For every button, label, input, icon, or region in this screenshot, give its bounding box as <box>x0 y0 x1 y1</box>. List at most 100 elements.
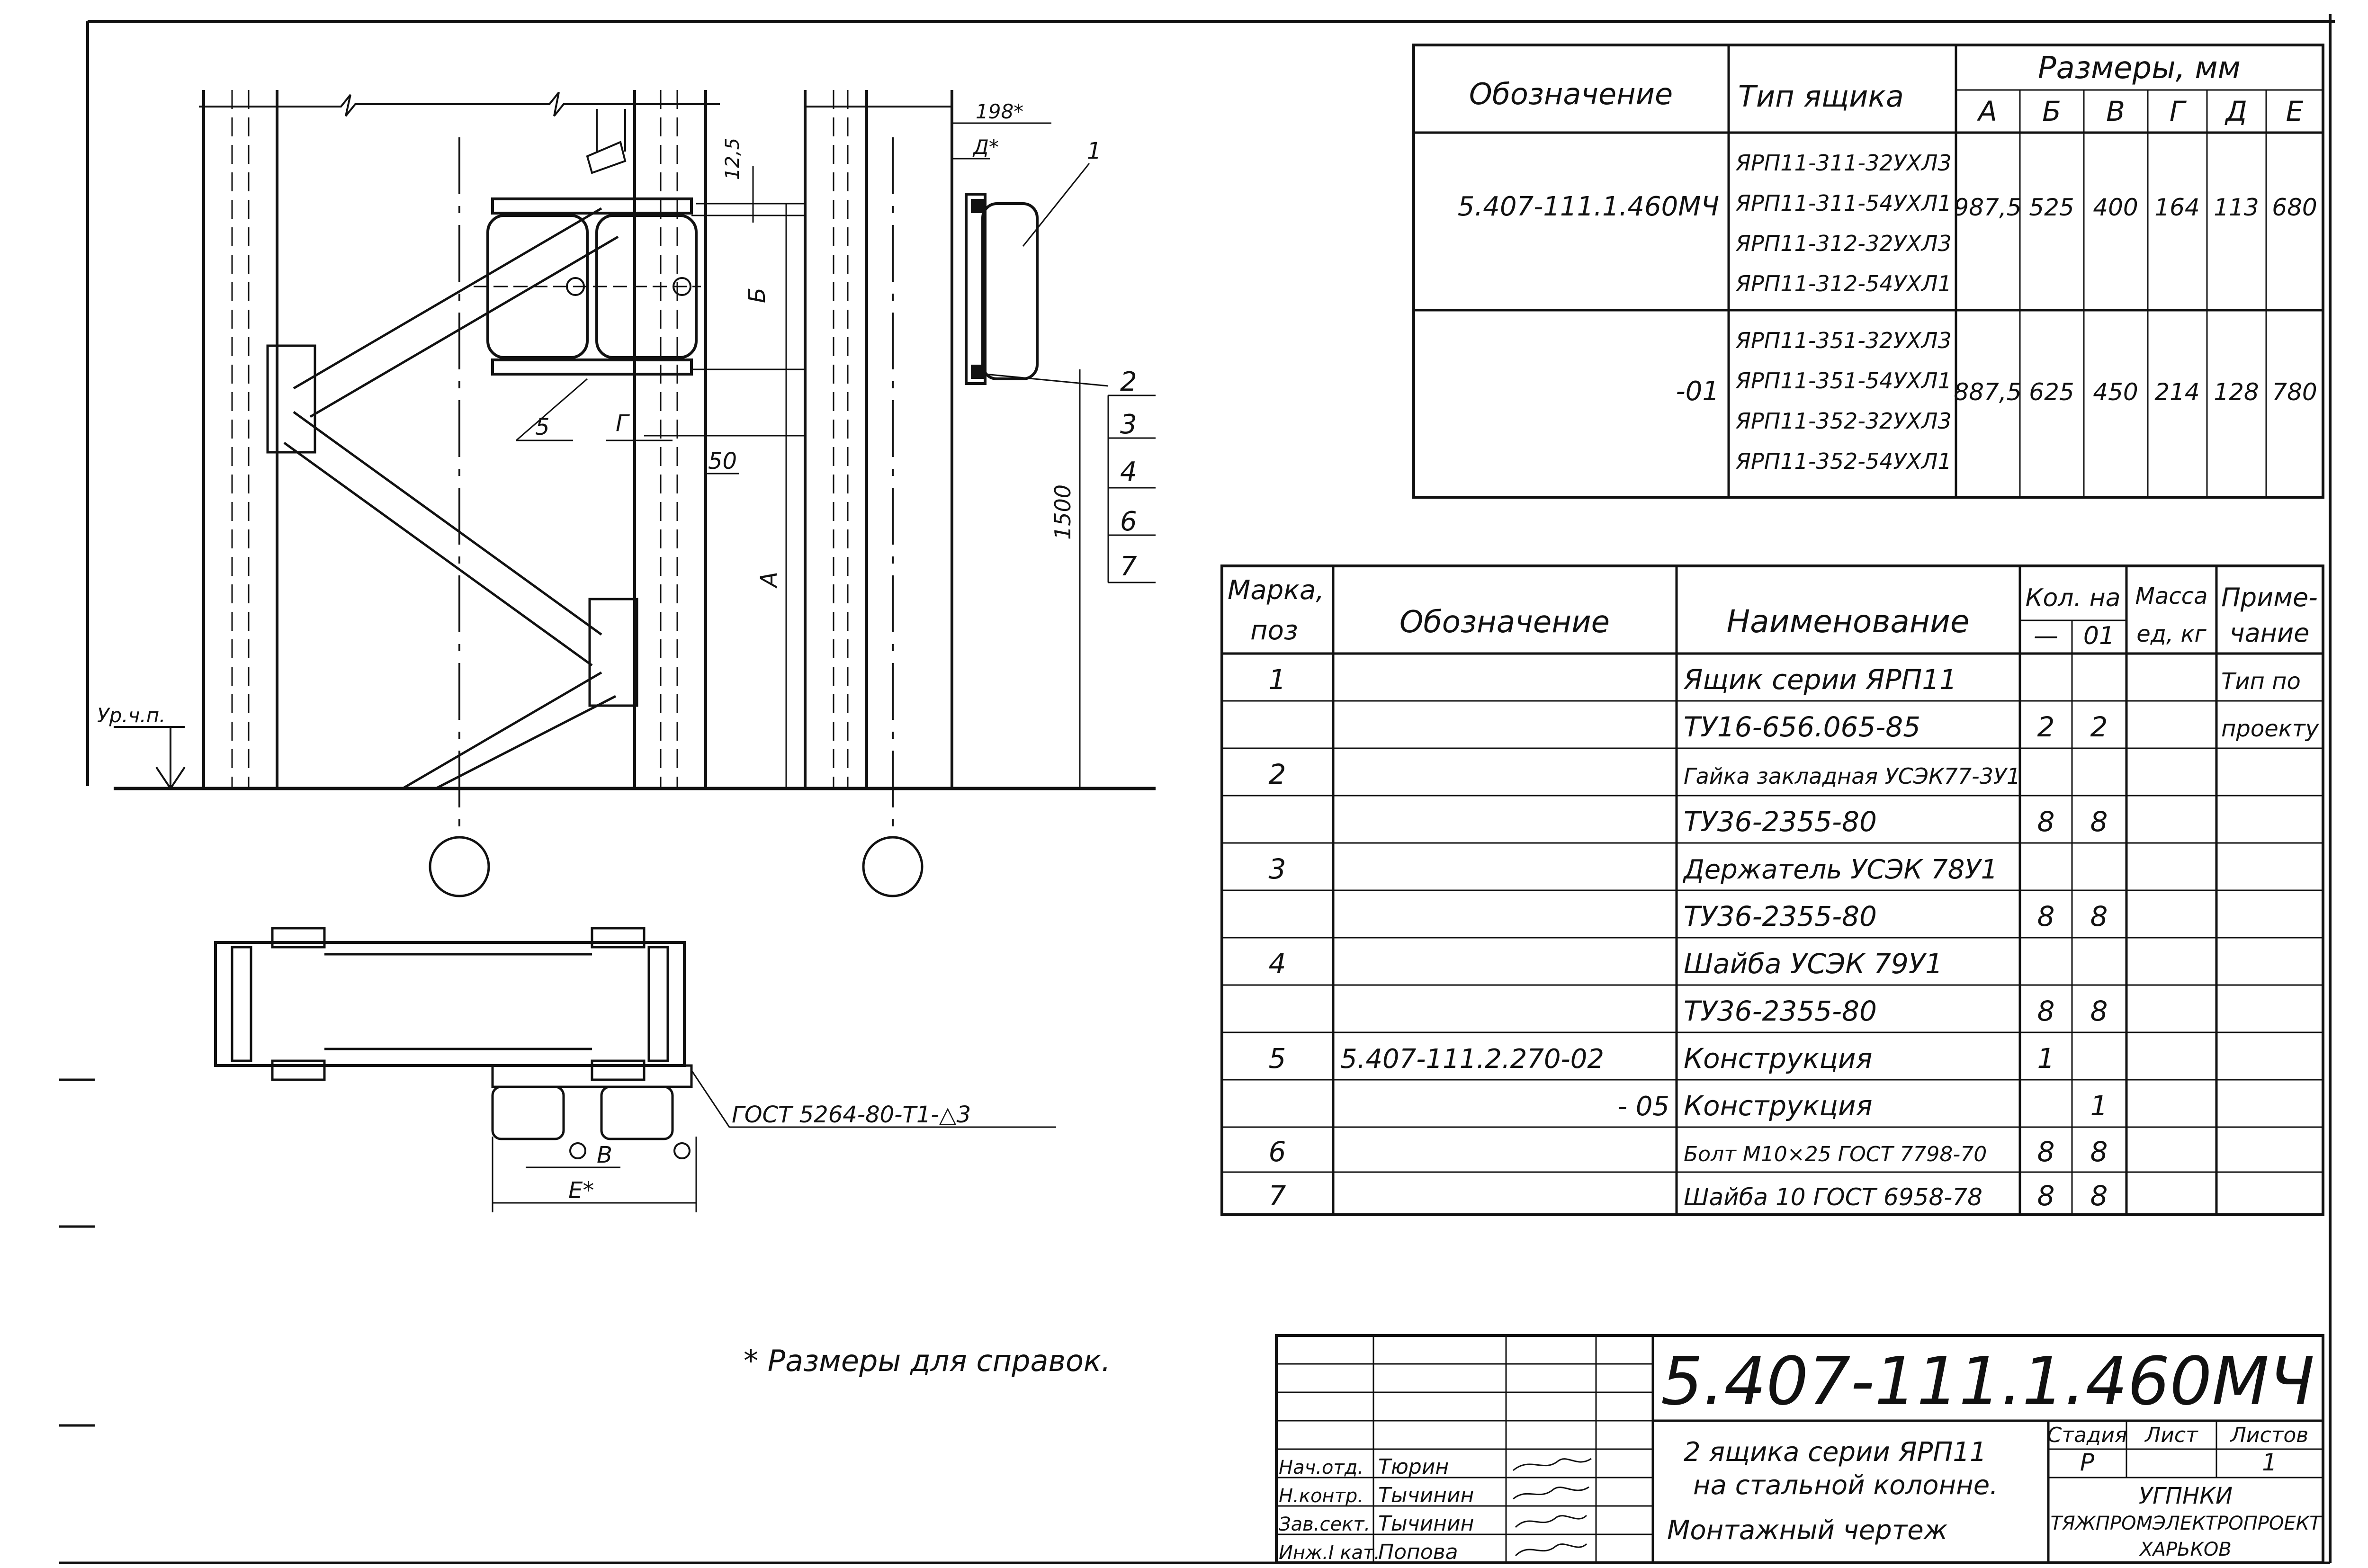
section-plate <box>591 927 646 949</box>
box-type: ЯРП11-351-54УХЛ1 <box>1735 368 1952 394</box>
spec-qty: 8 <box>2037 806 2055 838</box>
spec-header-designation: Обозначение <box>1399 605 1610 640</box>
sizes-table: Обозначение Тип ящика Размеры, мм А Б В … <box>1412 44 2324 499</box>
spec-name: Шайба 10 ГОСТ 6958-78 <box>1684 1183 1982 1211</box>
size-value: 128 <box>2214 378 2259 406</box>
spec-pos: 6 <box>1269 1136 1286 1168</box>
stage-value: Р <box>2080 1449 2095 1476</box>
spec-note: проекту <box>2221 716 2319 742</box>
mounting-rail-bottom <box>491 358 693 376</box>
floor-level-label: Ур.ч.п. <box>97 704 166 727</box>
doc-title-line3: Монтажный чертеж <box>1667 1515 1947 1546</box>
spec-name: Шайба УСЭК 79У1 <box>1684 948 1943 980</box>
size-letter: А <box>1976 95 1997 127</box>
spec-table: Марка, поз Обозначение Наименование Кол.… <box>1220 564 2324 1216</box>
sizes-row-designation: 5.407-111.1.460МЧ <box>1458 191 1719 222</box>
spec-name: Гайка закладная УСЭК77-3У1 <box>1684 763 2020 789</box>
callout-pos-2: 2 <box>1120 367 1137 397</box>
stage-label: Стадия <box>2047 1423 2127 1447</box>
spec-header-name: Наименование <box>1727 603 1970 640</box>
spec-name: Держатель УСЭК 78У1 <box>1682 854 1998 885</box>
box-type: ЯРП11-312-32УХЛ3 <box>1735 231 1952 256</box>
spec-header-note: чание <box>2230 618 2310 648</box>
spec-pos: 1 <box>1269 663 1286 696</box>
pos-label-1: 1 <box>1087 138 1102 164</box>
size-value: 164 <box>2154 194 2199 221</box>
spec-name: ТУ36-2355-80 <box>1684 900 1877 932</box>
leader-line <box>516 378 588 441</box>
size-value: 400 <box>2093 194 2138 221</box>
spec-designation: - 05 <box>1618 1091 1669 1122</box>
section-plate <box>591 1059 646 1081</box>
side-axis-marker <box>862 836 924 897</box>
signer-name: Тюрин <box>1378 1455 1449 1479</box>
spec-qty: 8 <box>2037 995 2055 1027</box>
dim-label-b: Б <box>744 287 771 303</box>
leader-line-callout <box>985 373 1109 387</box>
role-label: Зав.сект. <box>1279 1514 1370 1535</box>
side-bracket <box>965 193 987 385</box>
column-side-view: 198* Д* 1 2 3 4 6 7 1500 <box>804 90 1156 897</box>
size-value: 625 <box>2029 378 2074 406</box>
axis-marker-circle <box>429 836 490 897</box>
dim-label-12-5: 12,5 <box>722 138 744 180</box>
section-plate <box>271 1059 326 1081</box>
section-box-2 <box>600 1085 674 1140</box>
sizes-table-border <box>1412 44 2324 499</box>
spec-name: Конструкция <box>1684 1042 1873 1075</box>
role-label: Инж.I кат. <box>1279 1542 1380 1564</box>
spec-header-mass: Масса <box>2135 583 2207 609</box>
reference-note: * Размеры для справок. <box>744 1344 1111 1378</box>
spec-header-qty: Кол. на <box>2026 584 2121 612</box>
doc-title-line2: на стальной колонне. <box>1693 1470 1998 1501</box>
size-value: 780 <box>2272 378 2317 406</box>
spec-qty: 8 <box>2037 1180 2055 1212</box>
box-type: ЯРП11-351-32УХЛ3 <box>1735 328 1952 353</box>
title-block: 5.407-111.1.460МЧ 2 ящика серии ЯРП11 на… <box>1275 1334 2324 1564</box>
lattice-brace <box>283 411 602 667</box>
spec-qty: 8 <box>2090 995 2108 1027</box>
dim-label-50: 50 <box>708 448 737 475</box>
spec-header-note: Приме- <box>2221 582 2317 612</box>
spec-name: Болт М10×25 ГОСТ 7798-70 <box>1684 1142 1987 1166</box>
size-letter: Б <box>2042 95 2061 127</box>
box-type: ЯРП11-352-54УХЛ1 <box>1735 448 1952 474</box>
spec-header-qty-01: 01 <box>2083 622 2115 650</box>
section-plate <box>271 927 326 949</box>
size-letter: В <box>2106 95 2125 127</box>
plan-section-view: В Е* ГОСТ 5264-80-Т1-△3 <box>214 927 1056 1212</box>
sheets-label: Листов <box>2230 1423 2308 1447</box>
signature <box>1513 1486 1589 1500</box>
sheets-value: 1 <box>2262 1449 2277 1476</box>
signer-name: Тычинин <box>1378 1483 1474 1507</box>
signer-name: Тычинин <box>1378 1512 1474 1536</box>
size-letter: Д <box>2224 95 2247 127</box>
weld-leader <box>691 1070 730 1128</box>
spec-pos: 7 <box>1269 1180 1286 1212</box>
spec-pos: 3 <box>1269 853 1286 885</box>
mounting-rail-top <box>491 197 693 215</box>
spec-qty: 2 <box>2090 711 2108 743</box>
sizes-header-designation: Обозначение <box>1469 77 1673 111</box>
size-letter: Е <box>2286 95 2304 127</box>
section-outline <box>214 941 686 1067</box>
pos-label-5: 5 <box>535 414 550 440</box>
spec-qty: 2 <box>2037 711 2055 743</box>
weld-note: ГОСТ 5264-80-Т1-△3 <box>732 1102 971 1128</box>
dim-label-d: Д* <box>972 135 999 159</box>
sizes-header-box-type: Тип ящика <box>1738 79 1904 114</box>
size-value: 214 <box>2154 378 2199 406</box>
spec-name: ТУ16-656.065-85 <box>1684 711 1920 743</box>
size-value: 525 <box>2029 194 2074 221</box>
break-line <box>199 91 720 117</box>
column-elevation-view: 12,5 Б А Г 50 5 Ур.ч.п. <box>97 90 1156 897</box>
spec-header-qty-base: — <box>2034 622 2058 650</box>
spec-name: ТУ36-2355-80 <box>1684 995 1877 1027</box>
section-handle <box>673 1142 691 1159</box>
dim-label-a: А <box>756 572 782 589</box>
spec-header-mark: Марка, <box>1228 575 1324 606</box>
callout-pos-3: 3 <box>1120 409 1137 440</box>
org-line3: ХАРЬКОВ <box>2139 1539 2232 1560</box>
spec-qty: 8 <box>2090 1136 2108 1168</box>
size-value: 987,5 <box>1954 194 2021 221</box>
